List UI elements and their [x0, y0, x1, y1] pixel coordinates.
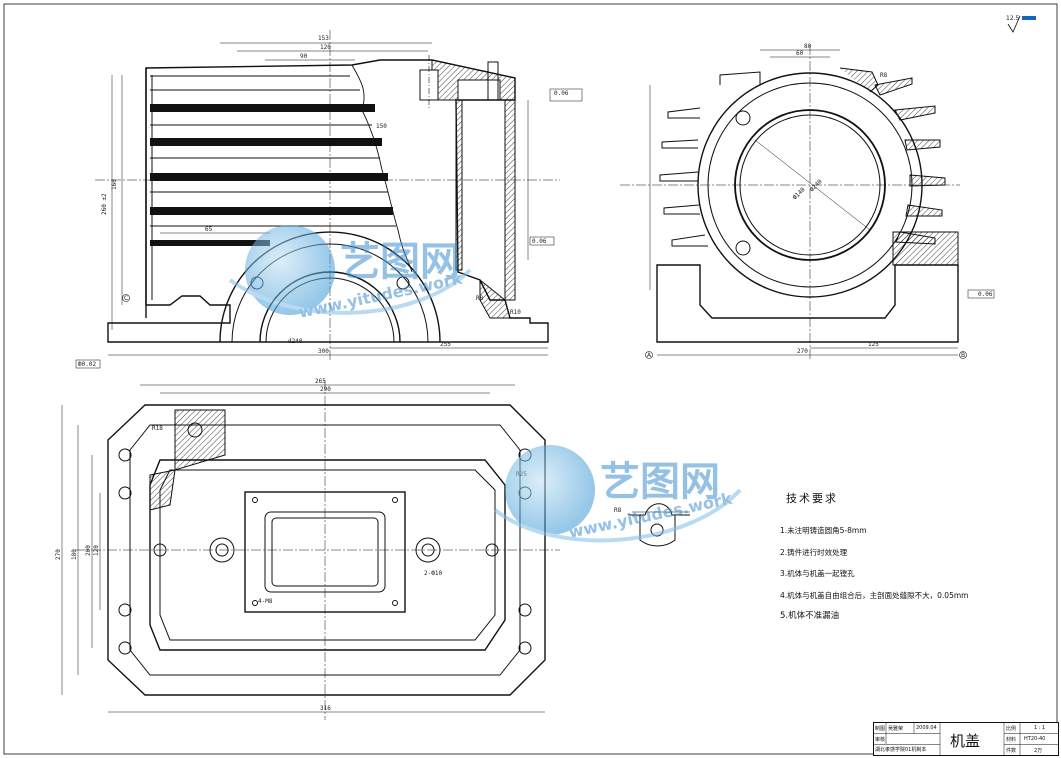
svg-text:4-M8: 4-M8 — [258, 598, 273, 605]
material-value: HT20-40 — [1024, 736, 1046, 742]
technical-requirements: 技术要求 1.未注明铸造圆角5-8mm 2.铸件进行时效处理 3.机体与机盖一起… — [780, 490, 1050, 628]
title-block: 制图 吴雅荣 2009.04 审核 湖北孝感学院01机制本 机盖 比例 1 : … — [873, 722, 1059, 756]
front-view — [95, 30, 560, 360]
requirement-item: 3.机体与机盖一起镗孔 — [780, 569, 855, 579]
material-label: 材料 — [1006, 737, 1017, 743]
svg-text:0.06: 0.06 — [554, 90, 569, 97]
svg-text:153: 153 — [318, 35, 329, 42]
svg-text:290: 290 — [320, 386, 331, 393]
part-name: 机盖 — [950, 732, 981, 750]
svg-text:Ф240: Ф240 — [808, 178, 823, 193]
svg-text:60: 60 — [796, 50, 804, 57]
svg-text:90: 90 — [300, 53, 308, 60]
watermark-2: 艺图网 www.yitudes.work — [493, 445, 742, 543]
drawn-date: 2009.04 — [916, 725, 937, 731]
svg-text:艺图网: 艺图网 — [340, 239, 460, 285]
requirement-item: 2.铸件进行时效处理 — [780, 547, 848, 557]
svg-text:R18: R18 — [152, 425, 163, 432]
svg-text:270: 270 — [55, 549, 62, 560]
svg-text:Ф0.02: Ф0.02 — [78, 361, 96, 368]
svg-text:R8: R8 — [476, 295, 484, 302]
top-view-dim-text: 265 290 316 270 180 200 120 4-M8 2-Ф10 R… — [55, 378, 527, 712]
svg-text:125: 125 — [868, 341, 879, 348]
svg-text:200: 200 — [85, 545, 92, 556]
drawn-by-name: 吴雅荣 — [888, 726, 904, 732]
front-view-dim-text: 153 120 90 150 160 260 ±2 300 255 65 R8 … — [75, 35, 583, 369]
roughness-symbol — [1007, 15, 1036, 33]
svg-text:80: 80 — [804, 43, 812, 50]
svg-text:2-Ф10: 2-Ф10 — [424, 570, 442, 577]
checked-by-label: 审核 — [875, 737, 886, 743]
svg-text:300: 300 — [318, 348, 329, 355]
requirements-heading: 技术要求 — [786, 492, 838, 505]
svg-text:260 ±2: 260 ±2 — [101, 193, 108, 215]
side-view — [620, 45, 960, 360]
requirement-item: 5.机体不准漏油 — [780, 611, 840, 622]
top-view — [61, 380, 560, 720]
svg-text:B: B — [961, 352, 965, 359]
drawn-by-label: 制图 — [875, 726, 886, 732]
svg-text:0.06: 0.06 — [532, 238, 547, 245]
scale-value: 1 : 1 — [1034, 725, 1046, 731]
svg-text:265: 265 — [315, 378, 326, 385]
count-label: 件数 — [1006, 748, 1017, 754]
svg-text:艺图网: 艺图网 — [600, 459, 720, 505]
title-block-grid — [874, 723, 1058, 755]
svg-text:270: 270 — [797, 348, 808, 355]
svg-text:A: A — [647, 352, 652, 359]
svg-text:255: 255 — [440, 341, 451, 348]
svg-text:d240: d240 — [288, 338, 303, 345]
svg-text:Ф140: Ф140 — [791, 186, 806, 201]
svg-text:160: 160 — [111, 179, 118, 190]
svg-text:R10: R10 — [510, 309, 521, 316]
svg-text:120: 120 — [320, 44, 331, 51]
detail-dim: R8 — [614, 507, 622, 514]
svg-text:C: C — [124, 295, 128, 302]
roughness-value: 12.5 — [1006, 15, 1020, 22]
count-value: 2万 — [1034, 748, 1043, 754]
svg-text:65: 65 — [205, 226, 213, 233]
scale-label: 比例 — [1006, 726, 1017, 732]
watermark-1: 艺图网 www.yitudes.work — [228, 225, 472, 322]
detail-view — [628, 503, 690, 547]
svg-text:180: 180 — [71, 549, 78, 560]
svg-text:120: 120 — [93, 545, 100, 556]
svg-text:0.06: 0.06 — [978, 291, 993, 298]
outer-border — [3, 3, 1058, 755]
svg-text:150: 150 — [376, 123, 387, 130]
requirement-item: 4.机体与机盖自由组合后，主剖面处缝隙不大，0.05mm — [780, 590, 969, 600]
svg-text:316: 316 — [320, 705, 331, 712]
requirement-item: 1.未注明铸造圆角5-8mm — [780, 526, 867, 535]
svg-text:R8: R8 — [880, 72, 888, 79]
school-name: 湖北孝感学院01机制本 — [875, 747, 927, 753]
